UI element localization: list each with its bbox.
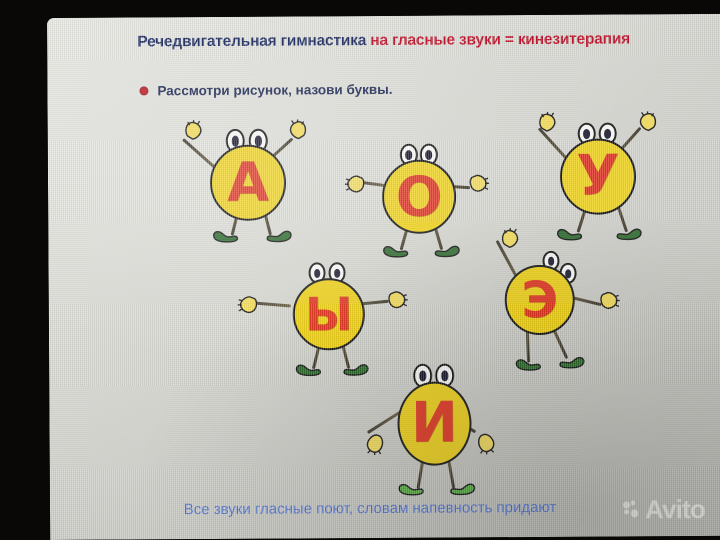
figure-body: О — [381, 159, 457, 234]
avito-watermark: Avito — [622, 493, 706, 525]
instruction-row: Рассмотри рисунок, назови буквы. — [139, 82, 392, 99]
hand-right — [288, 119, 307, 140]
presentation-slide: Речедвигательная гимнастика на гласные з… — [47, 14, 720, 540]
shoe-left — [515, 357, 541, 371]
hand-right — [468, 173, 490, 192]
hand-left — [184, 120, 202, 140]
hand-right — [387, 290, 408, 309]
shoe-left — [382, 244, 409, 258]
bullet-dot-icon — [139, 86, 149, 96]
figure-body: И — [397, 381, 472, 466]
monitor-screen: Речедвигательная гимнастика на гласные з… — [47, 13, 720, 540]
avito-watermark-text: Avito — [644, 493, 706, 525]
slide-footer-text: Все звуки гласные поют, словам напевност… — [183, 498, 557, 519]
figure-letter: Э — [521, 270, 559, 330]
shoe-right — [559, 355, 585, 369]
hand-left — [237, 295, 258, 314]
hand-left — [538, 111, 556, 132]
slide-title-red: на гласные звуки = кинезитерапия — [370, 30, 631, 50]
hand-left — [366, 434, 384, 456]
hand-left — [500, 228, 519, 248]
shoe-right — [450, 481, 476, 496]
figure-letter: А — [226, 150, 270, 215]
hand-right — [476, 433, 495, 455]
figure-letter: О — [395, 164, 443, 229]
figure-letter: Ы — [304, 286, 353, 342]
figure-body: Э — [504, 264, 575, 336]
shoe-right — [266, 229, 292, 243]
instruction-text: Рассмотри рисунок, назови буквы. — [157, 81, 393, 99]
shoe-left — [556, 227, 583, 241]
hand-right — [599, 291, 620, 309]
shoe-left — [398, 482, 424, 496]
slide-title-dark: Речедвигательная гимнастика — [137, 32, 371, 51]
avito-dots-icon — [622, 500, 641, 518]
figure-body: А — [209, 144, 287, 222]
shoe-left — [295, 362, 321, 377]
figure-body: У — [559, 138, 637, 215]
arm-left — [182, 138, 217, 170]
shoe-right — [434, 244, 460, 258]
figure-body: Ы — [292, 278, 366, 351]
figure-letter: И — [410, 390, 459, 457]
shoe-right — [616, 226, 642, 241]
figure-letter: У — [576, 143, 620, 210]
slide-title: Речедвигательная гимнастика на гласные з… — [47, 30, 720, 52]
shoe-right — [343, 362, 369, 376]
hand-right — [638, 111, 657, 132]
shoe-left — [212, 229, 239, 243]
hand-left — [345, 174, 365, 193]
